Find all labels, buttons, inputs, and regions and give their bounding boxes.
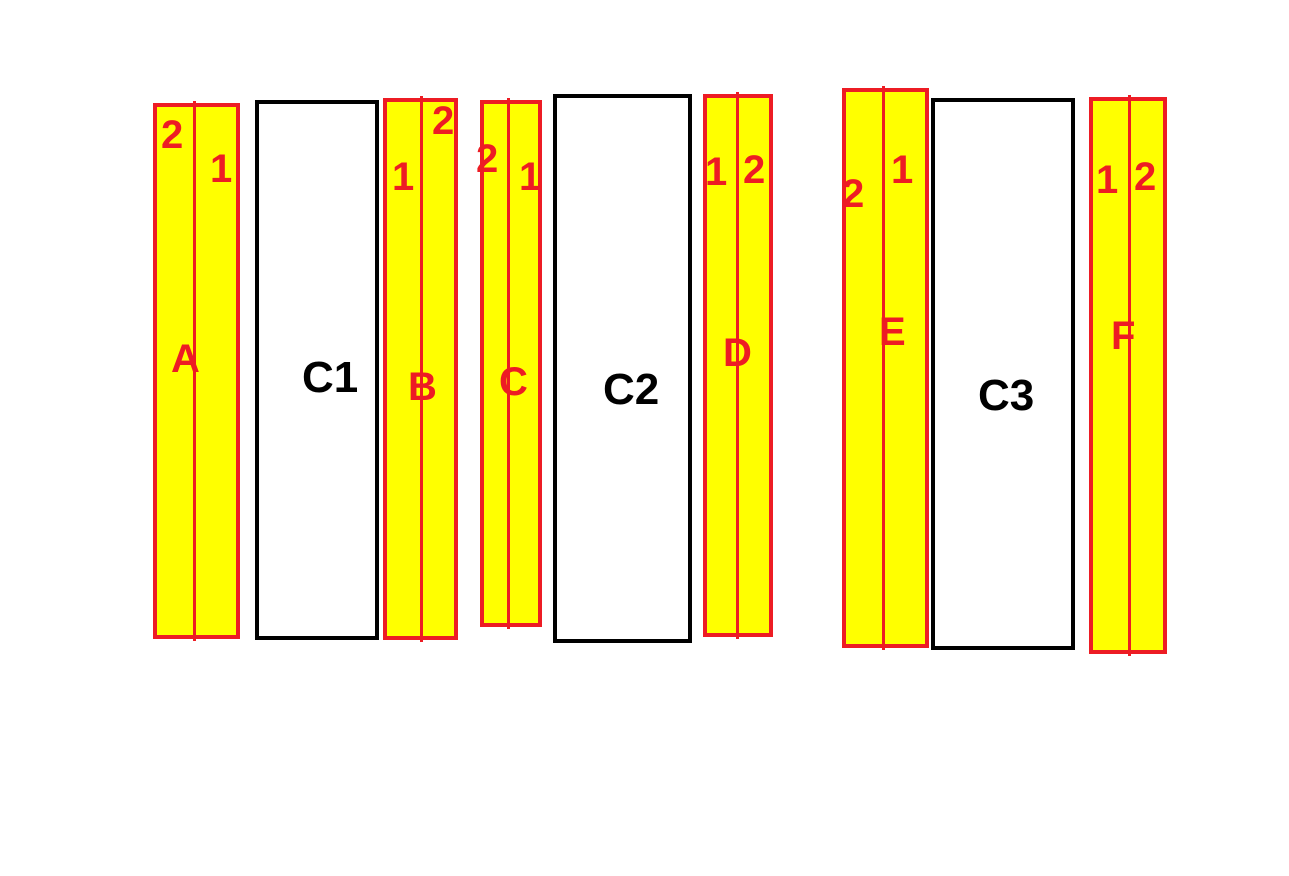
strip-b-divider (419, 96, 423, 642)
strip-b-label: B (408, 365, 437, 409)
strip-f (1089, 95, 1167, 656)
strip-f-label: F (1111, 314, 1136, 358)
strip-c-num-left: 2 (476, 137, 499, 181)
strip-b-num-right: 2 (432, 99, 455, 143)
box-c1-label: C1 (302, 353, 359, 402)
box-c3 (931, 98, 1075, 650)
strip-e (842, 86, 929, 650)
strip-a-label: A (171, 337, 200, 381)
strip-a-divider (192, 101, 196, 641)
strip-d-num-right: 2 (743, 148, 766, 192)
strip-d-divider (735, 92, 739, 639)
strip-c-divider (506, 98, 510, 629)
box-c2-label: C2 (603, 365, 660, 414)
box-c3-label: C3 (978, 371, 1035, 420)
strip-e-divider (881, 86, 885, 650)
strip-d-num-left: 1 (705, 150, 728, 194)
strip-d (703, 92, 773, 639)
strip-c-label: C (499, 360, 528, 404)
box-c2 (553, 94, 692, 643)
strip-c (480, 98, 542, 629)
strip-e-label: E (879, 310, 906, 354)
strip-c-num-right: 1 (519, 155, 542, 199)
strip-a-num-right: 1 (210, 147, 233, 191)
strip-b (383, 96, 458, 642)
strip-d-label: D (723, 331, 752, 375)
strip-f-divider (1127, 95, 1131, 656)
strip-e-num-left: 2 (842, 172, 865, 216)
box-c1 (255, 100, 379, 640)
strip-b-num-left: 1 (392, 155, 415, 199)
strip-f-num-right: 2 (1134, 155, 1157, 199)
strip-a-num-left: 2 (161, 113, 184, 157)
strip-e-num-right: 1 (891, 148, 914, 192)
strip-f-num-left: 1 (1096, 158, 1119, 202)
strip-a (153, 101, 240, 641)
